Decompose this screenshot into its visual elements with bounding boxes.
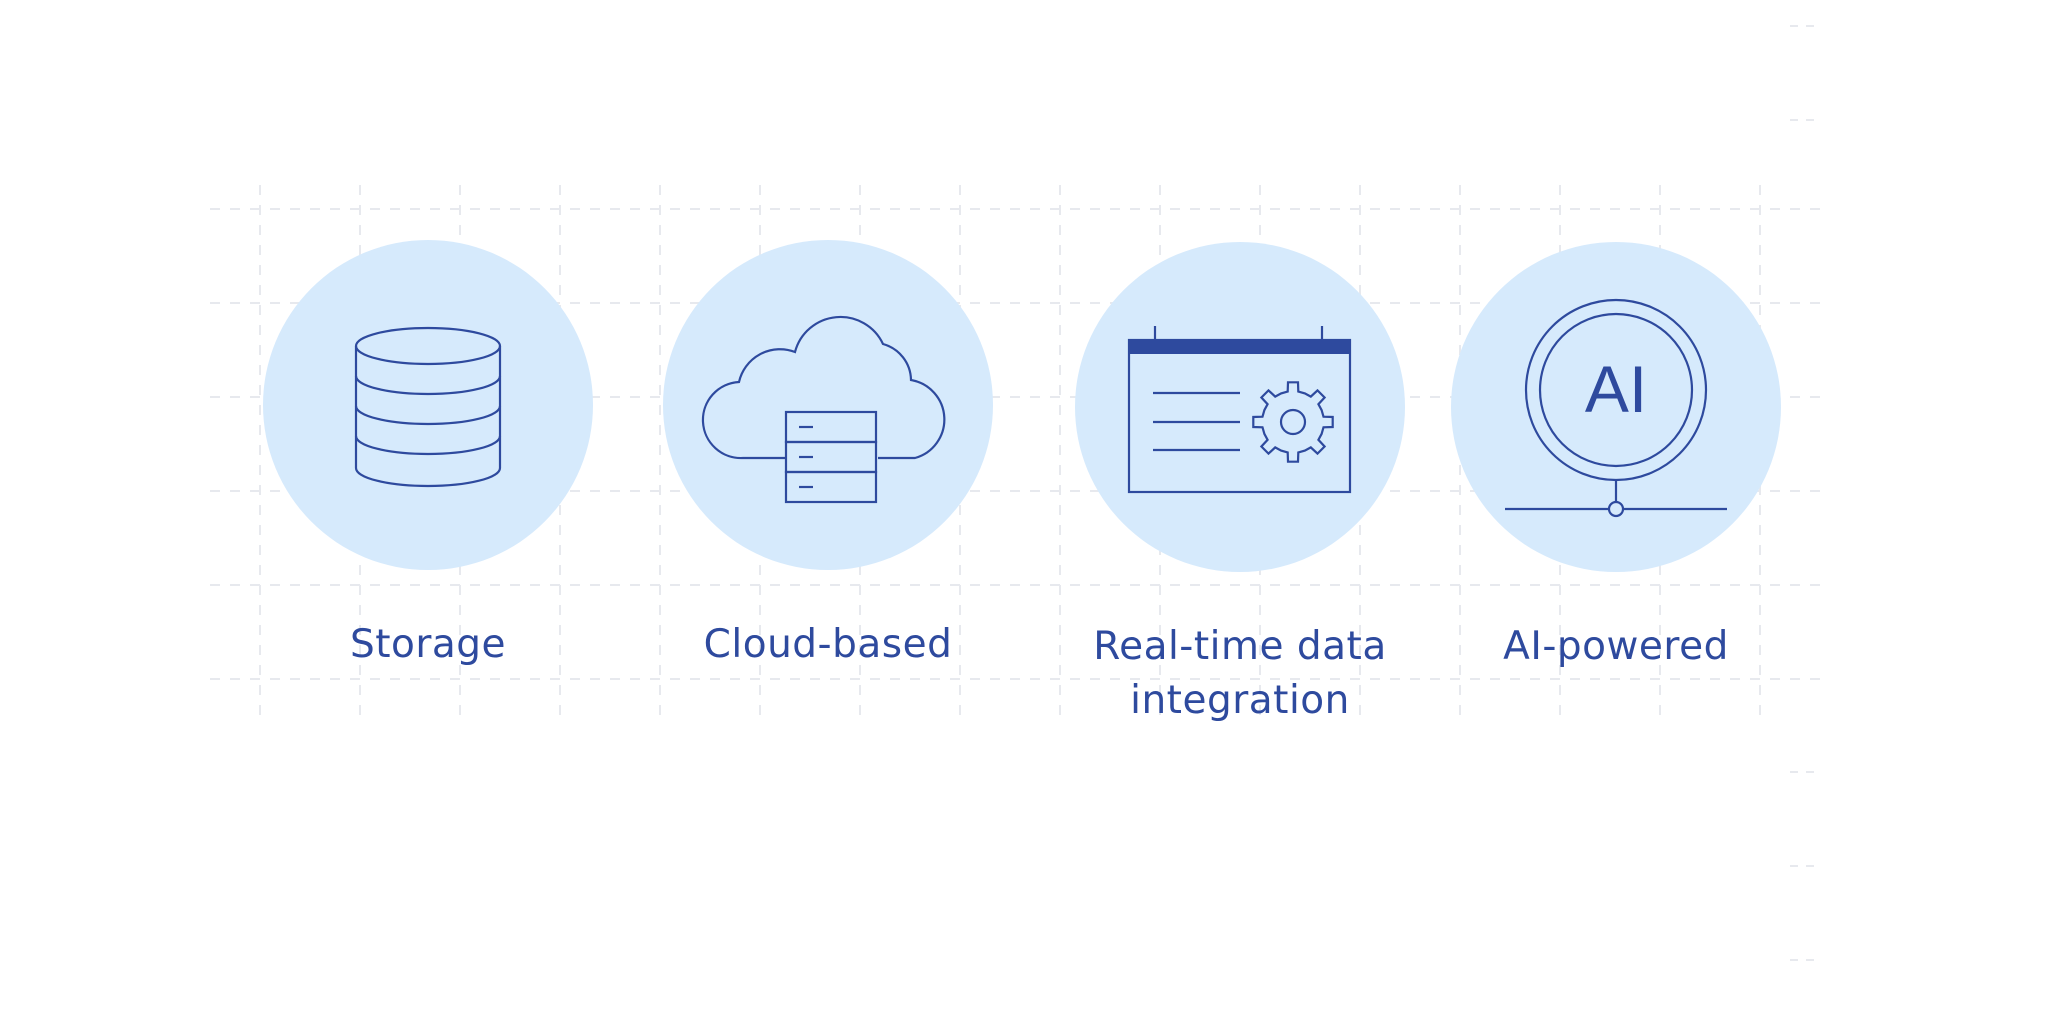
ai-node-icon: AI (1505, 298, 1727, 518)
feature-label-storage: Storage (349, 622, 507, 667)
ai-icon-text: AI (1585, 352, 1647, 426)
storage-circle (263, 240, 593, 570)
cloud-circle (663, 240, 993, 570)
feature-label-real-time-data-integration: Real-time data integration (1093, 624, 1387, 723)
feature-real-time-data-integration: Real-time data integration (1030, 242, 1450, 738)
feature-storage: Storage (218, 240, 638, 736)
feature-cloud-based: Cloud-based (618, 240, 1038, 736)
ai-circle: AI (1451, 242, 1781, 572)
cloud-server-icon (701, 315, 946, 504)
background-grid-edge (1790, 25, 1820, 961)
feature-label-cloud-based: Cloud-based (703, 622, 953, 667)
feature-label-ai-powered: AI-powered (1503, 624, 1729, 669)
realtime-circle (1075, 242, 1405, 572)
dashboard-gear-icon (1127, 326, 1352, 494)
database-icon (354, 326, 502, 488)
feature-ai-powered: AI AI-powered (1406, 242, 1826, 738)
